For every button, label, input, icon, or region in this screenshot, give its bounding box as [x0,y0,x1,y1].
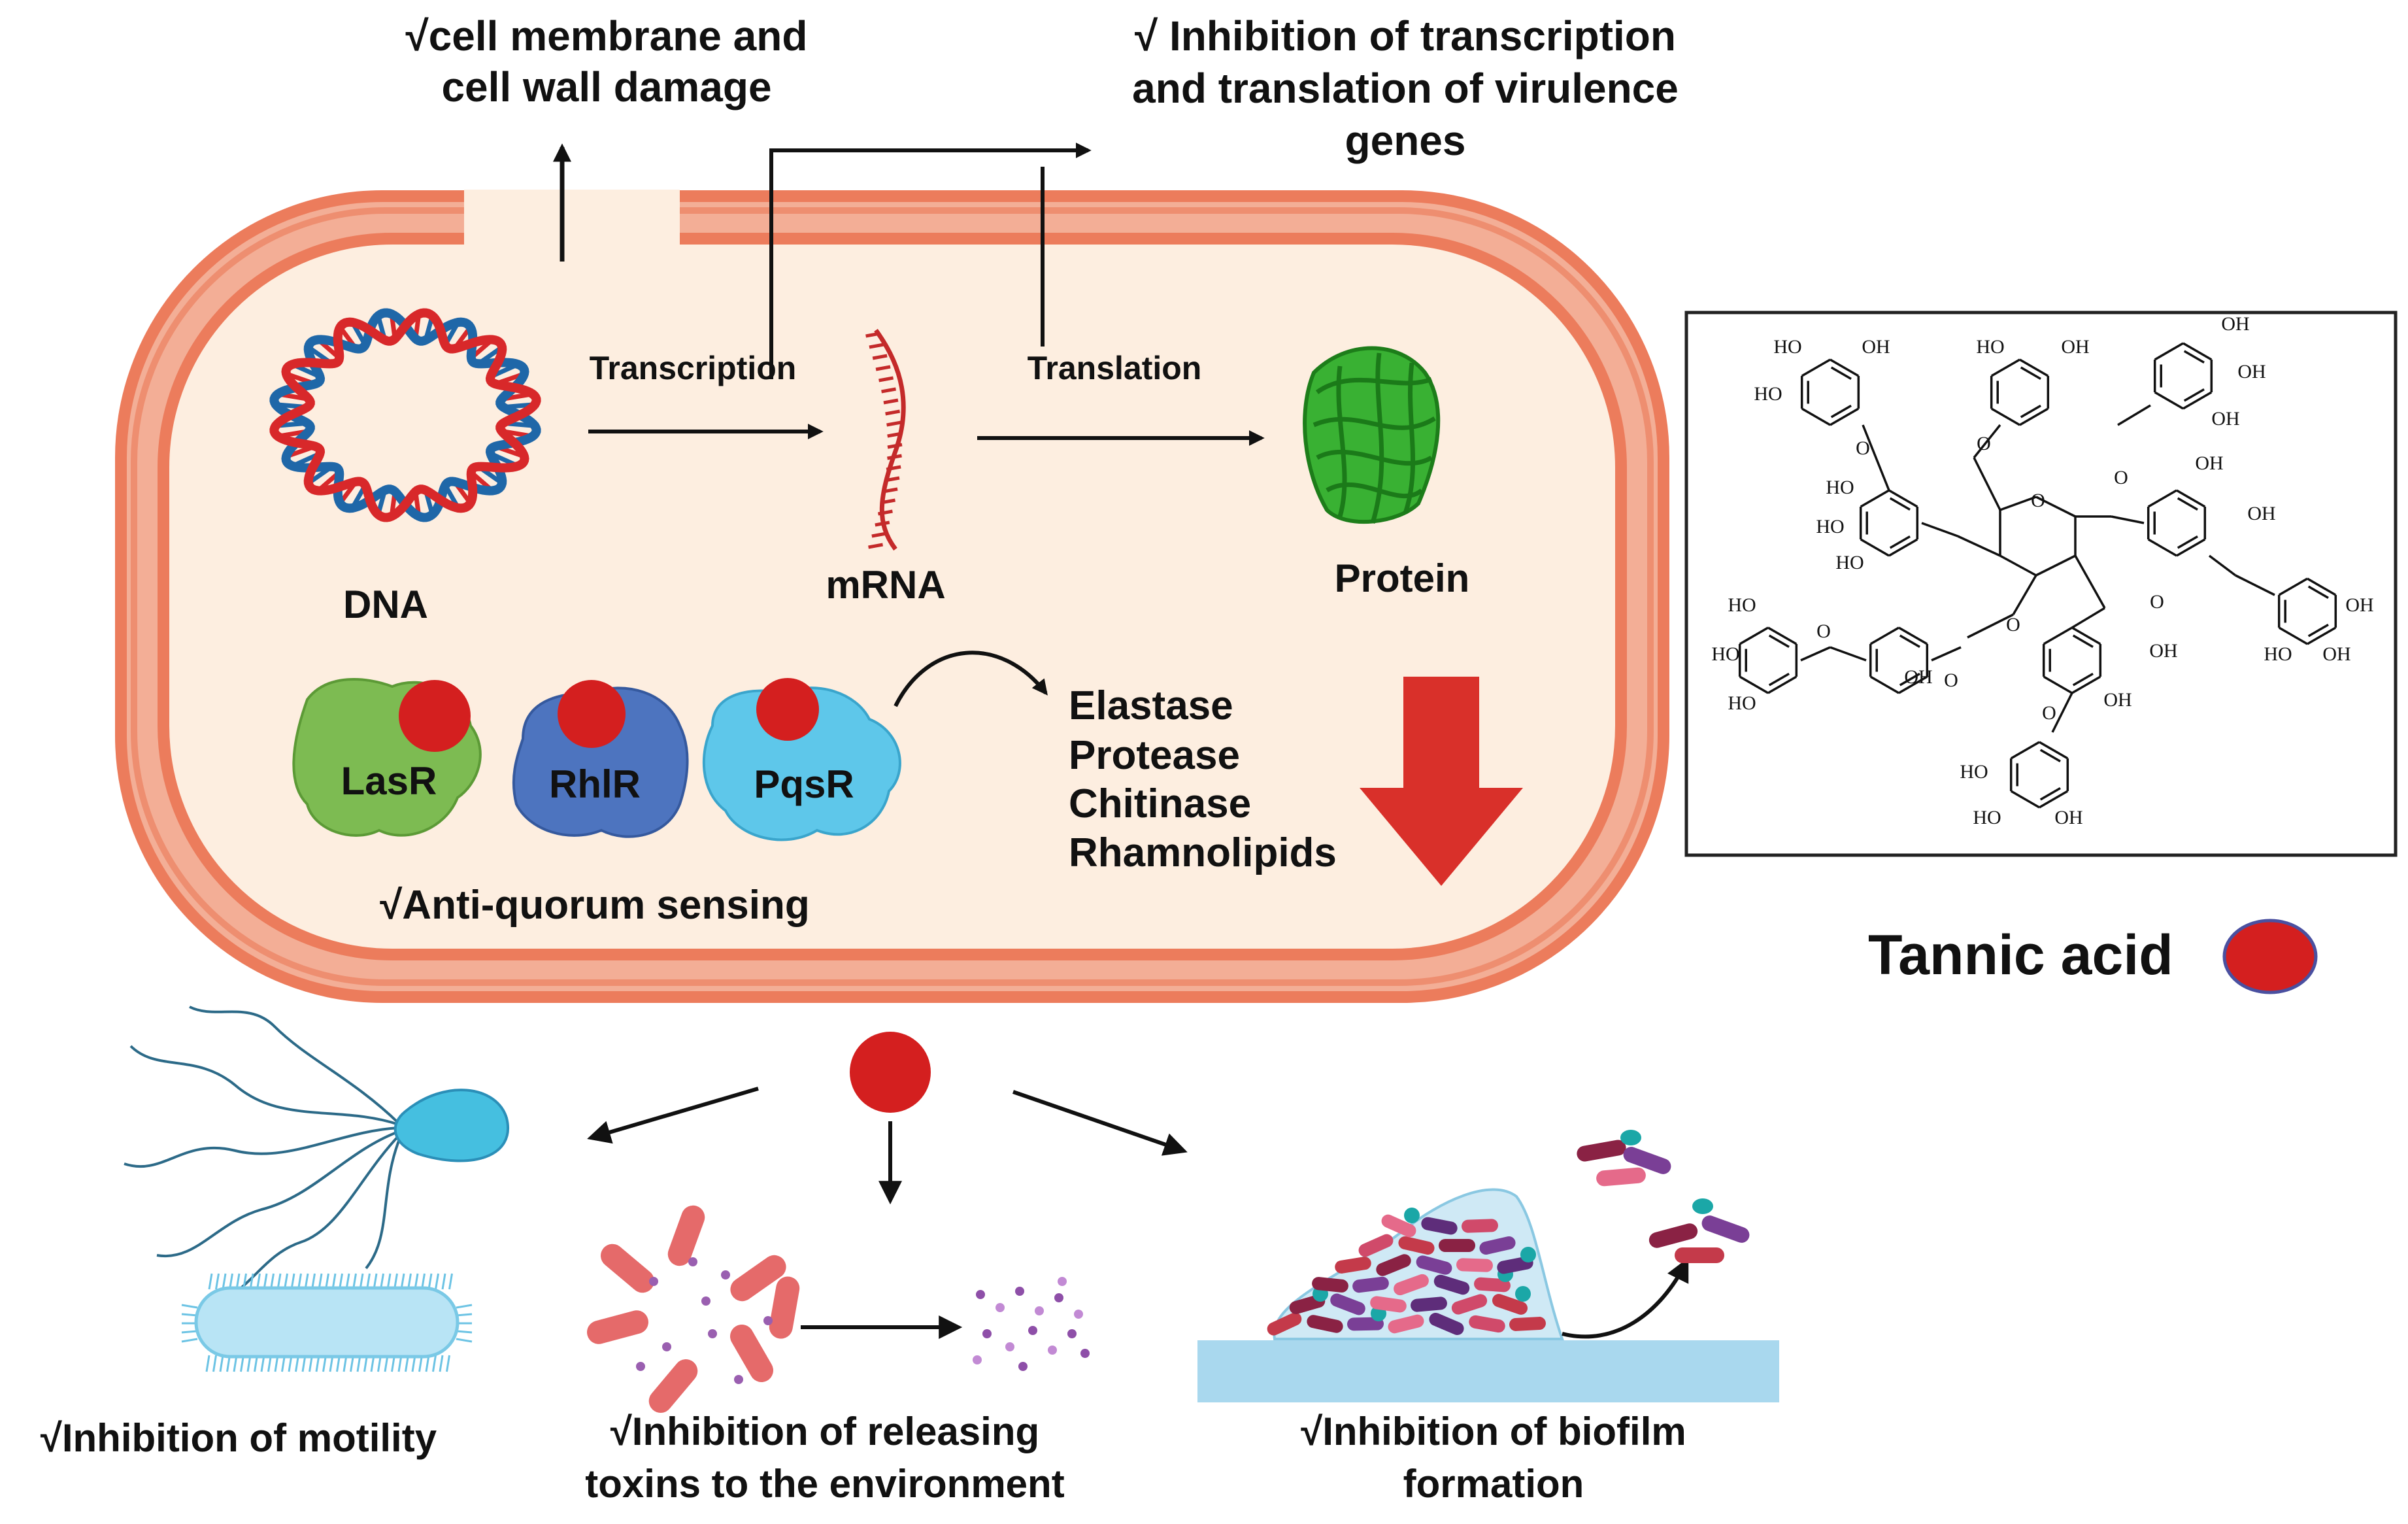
svg-text:HO: HO [1728,692,1756,714]
transcription-effect-line3: genes [1345,117,1466,164]
svg-text:OH: OH [2149,640,2177,662]
membrane-effect-line1: √cell membrane and [406,12,808,59]
transcription-effect-line1: √ Inhibition of transcription [1135,12,1676,59]
biofilm-arrow [1012,1090,1188,1156]
tannic-acid-dot [850,1032,931,1113]
svg-text:HO: HO [1835,552,1864,573]
svg-text:OH: OH [2061,336,2089,358]
svg-text:HO: HO [2264,643,2292,665]
svg-text:OH: OH [2221,313,2249,335]
quorum-curved-arrow [894,651,1048,707]
svg-text:HO: HO [1973,807,2001,828]
tannic-acid-on-pqsr [756,678,819,741]
toxins-label-line1: √Inhibition of releasing [610,1410,1039,1453]
svg-text:OH: OH [2247,503,2275,524]
virulence-protease: Protease [1069,733,1240,778]
ciliated-bacterium-icon [181,1273,473,1372]
motility-label: √Inhibition of motility [41,1416,437,1460]
receptor-rhlr [512,680,689,838]
svg-text:OH: OH [1904,666,1932,688]
tannic-acid-on-lasr [399,680,471,752]
svg-text:OH: OH [2345,594,2373,616]
svg-text:O: O [1944,669,1958,691]
released-toxins-icon [973,1277,1090,1371]
translation-label: Translation [1028,350,1202,386]
legend-label: Tannic acid [1868,924,2173,987]
svg-text:OH: OH [2211,408,2239,430]
membrane-effect-line2: cell wall damage [441,63,771,110]
dispersed-bacteria-icon [1577,1130,1750,1263]
svg-text:OH: OH [2054,807,2082,828]
biofilm-surface [1197,1340,1779,1402]
anti-quorum-label: √Anti-quorum sensing [380,883,809,928]
dna-icon [269,308,541,522]
transcription-effect-line2: and translation of virulence [1132,65,1679,112]
membrane-stripe [131,207,1654,986]
svg-text:O: O [2042,702,2056,724]
transcription-label: Transcription [590,350,797,386]
svg-text:OH: OH [2103,689,2132,711]
protein-label: Protein [1335,556,1470,600]
protein-icon [1303,346,1441,524]
biofilm-bacteria-icon [1267,1208,1546,1336]
toxins-label-line2: toxins to the environment [585,1462,1064,1506]
motility-arrow [587,1087,759,1144]
receptor-lasr [292,678,482,837]
lasr-label: LasR [341,759,437,803]
svg-text:OH: OH [2237,361,2266,382]
dispersal-arrow [1562,1257,1689,1339]
legend-tannic-acid-dot [2222,919,2318,994]
svg-text:HO: HO [1826,477,1854,498]
svg-text:OH: OH [1862,336,1890,358]
svg-text:O: O [2006,614,2020,635]
flagellated-bacterium-icon [124,1006,401,1302]
decrease-arrow [1360,677,1523,886]
dna-label: DNA [343,583,428,626]
svg-text:O: O [1977,433,1991,454]
svg-text:HO: HO [1754,383,1782,405]
mrna-label: mRNA [826,563,945,607]
svg-text:HO: HO [1960,761,1988,783]
toxins-burst-icon [587,1205,800,1413]
tannic-acid-on-rhlr [558,680,626,748]
virulence-rhamnolipids: Rhamnolipids [1069,830,1337,875]
pqsr-label: PqsR [754,762,854,806]
receptor-pqsr [702,678,901,841]
rhlr-label: RhlR [549,762,641,806]
svg-text:O: O [2114,467,2128,488]
biofilm-label-line2: formation [1403,1462,1584,1506]
biofilm-label-line1: √Inhibition of biofilm [1301,1410,1686,1453]
virulence-elastase: Elastase [1069,683,1233,728]
svg-text:HO: HO [1728,594,1756,616]
svg-text:HO: HO [1976,336,2004,358]
svg-text:O: O [1816,620,1831,642]
svg-text:HO: HO [1816,516,1844,537]
svg-text:OH: OH [2322,643,2350,665]
membrane-damage-gap [464,190,680,288]
mrna-icon [865,328,906,551]
virulence-chitinase: Chitinase [1069,781,1251,826]
svg-text:O: O [2031,490,2045,511]
svg-text:HO: HO [1711,643,1739,665]
svg-text:O: O [1856,437,1870,459]
svg-text:HO: HO [1773,336,1801,358]
svg-text:O: O [2150,591,2164,613]
tannic-acid-structure-box [1684,311,2398,857]
bacterium-body-icon [393,1089,509,1162]
svg-text:OH: OH [2195,452,2223,474]
transcription-inhibition-connector [769,148,1046,379]
